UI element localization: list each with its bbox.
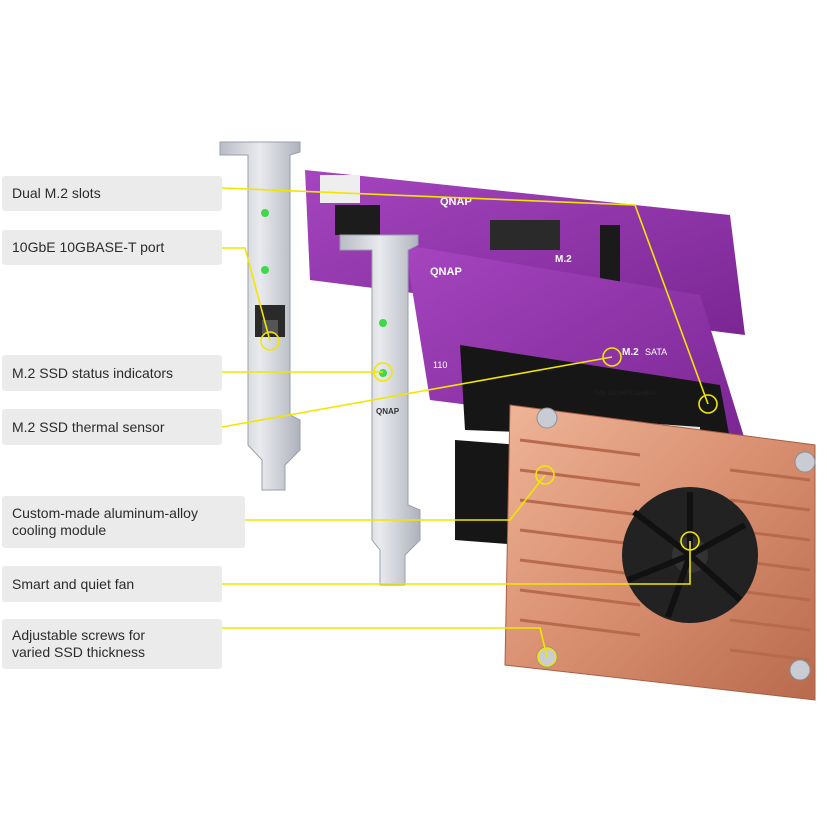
rear-slot-text: M.2 — [555, 254, 572, 265]
callout-line-cooling — [245, 474, 546, 521]
rear-m2-connector — [600, 225, 620, 285]
status-led — [261, 209, 269, 217]
callout-marker — [260, 331, 280, 351]
rear-m2-slot — [490, 220, 560, 250]
label-thermal-sensor: M.2 SSD thermal sensor — [2, 409, 222, 445]
callout-marker — [537, 647, 557, 667]
status-led — [261, 266, 269, 274]
label-screws: Adjustable screws for varied SSD thickne… — [2, 619, 222, 669]
callout-lines — [221, 187, 718, 667]
rear-brand-text: QNAP — [440, 196, 472, 208]
front-bracket: QNAP — [339, 234, 421, 586]
front-brand-text: QNAP — [430, 266, 462, 278]
status-led — [379, 319, 387, 327]
screw — [789, 659, 811, 681]
screw — [536, 407, 558, 429]
front-slot-text: M.2 — [622, 347, 639, 358]
ssd-lower — [455, 440, 520, 545]
callout-marker — [535, 465, 555, 485]
label-text: Custom-made aluminum-alloy cooling modul… — [12, 505, 198, 538]
ssd-label: P/N: MZVKP512HMLP — [595, 391, 656, 397]
callout-marker — [680, 531, 700, 551]
label-text: M.2 SSD thermal sensor — [12, 418, 165, 435]
label-dual-m2-slots: Dual M.2 slots — [2, 176, 222, 211]
label-cooling-module: Custom-made aluminum-alloy cooling modul… — [2, 496, 245, 548]
rear-bracket — [219, 141, 301, 491]
label-text: M.2 SSD status indicators — [12, 364, 174, 381]
callout-line-port — [222, 247, 271, 342]
callout-marker — [602, 347, 622, 367]
label-status-indicators: M.2 SSD status indicators — [2, 355, 222, 391]
callout-line-screws — [222, 627, 548, 658]
label-fan: Smart and quiet fan — [2, 566, 222, 602]
label-10gbe-port: 10GbE 10GBASE-T port — [2, 230, 222, 265]
length-marker: 110 — [433, 360, 447, 370]
heatsink — [504, 404, 816, 701]
label-text: Smart and quiet fan — [12, 575, 135, 592]
label-text: Adjustable screws for varied SSD thickne… — [12, 627, 146, 660]
callout-line-fan — [222, 541, 691, 585]
sata-text: SATA — [645, 347, 667, 357]
screw — [794, 451, 816, 473]
bracket-brand-text: QNAP — [376, 407, 400, 416]
controller-chip — [335, 205, 380, 235]
power-connector — [320, 175, 360, 203]
label-text: 10GbE 10GBASE-T port — [12, 239, 165, 255]
callout-line-dual-slots — [221, 187, 709, 405]
callout-marker — [373, 362, 393, 382]
label-text: Dual M.2 slots — [12, 185, 101, 201]
callout-marker — [698, 394, 718, 414]
callout-line-thermal — [221, 356, 613, 428]
status-led — [379, 369, 387, 377]
